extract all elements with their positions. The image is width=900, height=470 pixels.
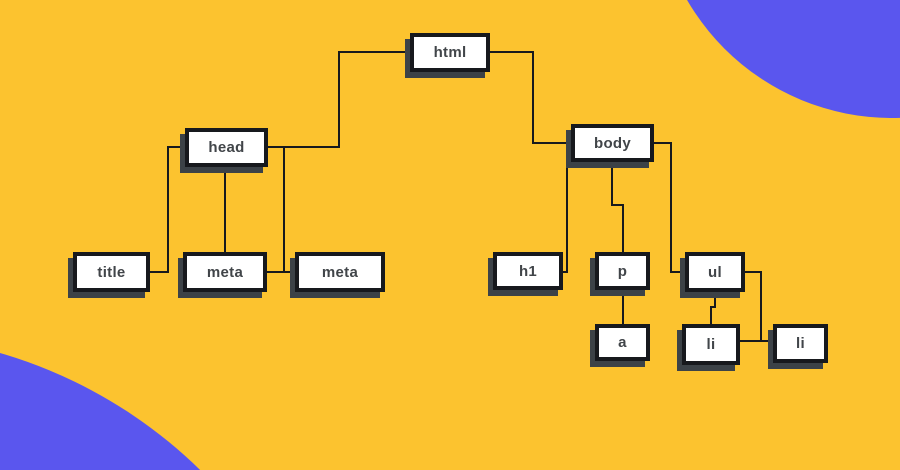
decorative-blob-bottom-left xyxy=(0,334,343,470)
edge-head-meta2 xyxy=(283,146,285,273)
edge-ul-li2 xyxy=(743,271,762,273)
edge-body-h1 xyxy=(566,142,568,273)
edge-html-body xyxy=(532,142,572,144)
node-p: p xyxy=(595,252,650,290)
edge-p-a xyxy=(622,289,624,326)
edge-html-body xyxy=(532,51,534,144)
node-ul: ul xyxy=(685,252,745,292)
edge-head-meta1 xyxy=(224,166,226,252)
node-li-2: li xyxy=(773,324,828,363)
node-label: title xyxy=(97,263,126,281)
node-label: meta xyxy=(321,263,359,281)
node-label: h1 xyxy=(518,262,538,280)
node-meta-2: meta xyxy=(295,252,385,292)
edge-body-ul xyxy=(670,271,687,273)
edge-ul-li2 xyxy=(738,340,775,342)
node-label: ul xyxy=(708,263,722,281)
node-label: a xyxy=(618,334,627,351)
node-h1: h1 xyxy=(493,252,563,290)
node-meta-1: meta xyxy=(183,252,267,292)
node-li-1: li xyxy=(682,324,740,365)
node-a: a xyxy=(595,324,650,361)
edge-html-head xyxy=(338,51,412,53)
node-body: body xyxy=(571,124,654,162)
decorative-blob-top-right xyxy=(655,0,900,118)
edge-ul-li2 xyxy=(760,271,762,342)
node-title: title xyxy=(73,252,150,292)
node-head: head xyxy=(185,128,268,167)
node-label: p xyxy=(617,262,628,280)
node-label: head xyxy=(208,139,245,156)
edge-body-p xyxy=(611,204,624,206)
edge-html-head xyxy=(266,146,338,148)
edge-head-title xyxy=(167,146,169,273)
node-label: li xyxy=(796,335,805,352)
node-label: li xyxy=(706,336,716,353)
edge-ul-li1 xyxy=(714,291,716,308)
edge-body-ul xyxy=(670,142,672,273)
edge-body-ul xyxy=(652,142,670,144)
edge-body-p xyxy=(622,204,624,254)
edge-body-h1 xyxy=(561,271,568,273)
edge-head-title xyxy=(148,271,167,273)
edge-ul-li1 xyxy=(710,306,716,308)
edge-head-meta2 xyxy=(265,271,297,273)
edge-html-head xyxy=(338,51,340,148)
node-label: html xyxy=(433,44,467,61)
edge-ul-li1 xyxy=(710,306,712,326)
edge-body-p xyxy=(611,161,613,206)
node-label: body xyxy=(593,134,632,152)
edge-head-title xyxy=(167,146,187,148)
edge-html-body xyxy=(488,51,532,53)
node-label: meta xyxy=(206,263,244,281)
node-html: html xyxy=(410,33,490,72)
